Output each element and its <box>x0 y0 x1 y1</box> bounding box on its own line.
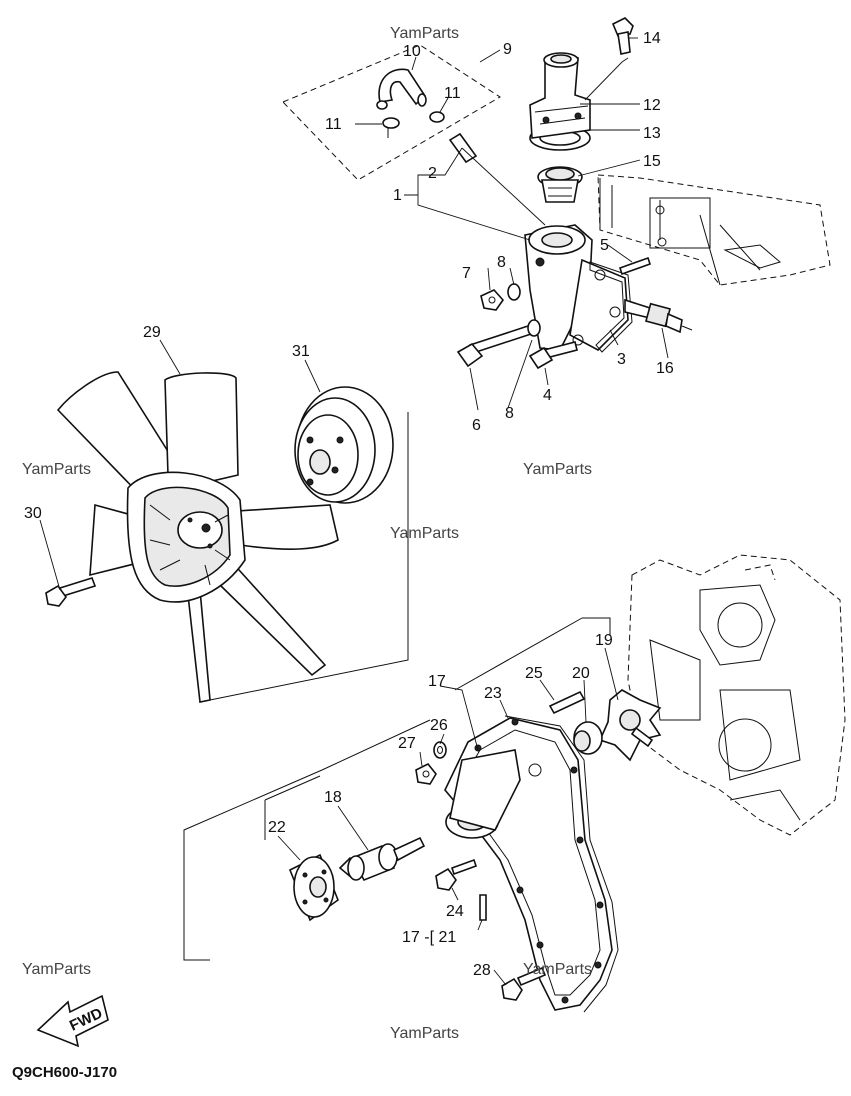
water-pump-body <box>444 717 613 1011</box>
pump-lower-bolt <box>501 966 547 1001</box>
mechanical-seal <box>573 721 603 755</box>
stud-bolt <box>618 256 652 276</box>
long-bolt <box>456 325 533 368</box>
callout-3: 3 <box>617 351 626 368</box>
pump-washer-nut <box>415 741 447 785</box>
pump-shaft-bearing <box>338 836 426 882</box>
callout-24: 24 <box>446 903 464 920</box>
callout-26: 26 <box>430 717 448 734</box>
callout-15: 15 <box>643 153 661 170</box>
watermark-bottom-left: YamParts <box>22 961 91 978</box>
callout-2: 2 <box>428 165 437 182</box>
callout-numbers: 1 2 3 4 5 6 7 8 8 9 10 11 11 12 13 14 15… <box>24 30 674 979</box>
pump-group-outline <box>183 412 611 961</box>
watermark-right: YamParts <box>523 461 592 478</box>
watermark-top: YamParts <box>390 25 459 42</box>
cover-bolt <box>611 17 634 55</box>
callout-23: 23 <box>484 685 502 702</box>
callout-17: 17 <box>428 673 446 690</box>
diagram-code: Q9CH600-J170 <box>12 1064 117 1081</box>
callout-27: 27 <box>398 735 416 752</box>
callout-8a: 8 <box>497 254 506 271</box>
callout-20: 20 <box>572 665 590 682</box>
watermark-center: YamParts <box>390 525 459 542</box>
watermarks: YamParts YamParts YamParts YamParts YamP… <box>22 25 592 1042</box>
callout-18: 18 <box>324 789 342 806</box>
fan-pulley <box>294 386 394 504</box>
temperature-sensor <box>624 298 693 334</box>
leader-lines <box>39 37 669 986</box>
watermark-bottom: YamParts <box>390 1025 459 1042</box>
housing-gasket <box>589 261 633 353</box>
callout-17-21-bracket: 17 -[ 21 <box>402 929 456 946</box>
forward-arrow: FWD <box>36 994 109 1048</box>
pump-flange <box>288 853 339 922</box>
callout-1: 1 <box>393 187 402 204</box>
callout-4: 4 <box>543 387 552 404</box>
callout-7: 7 <box>462 265 471 282</box>
engine-block-outline <box>627 554 846 836</box>
engine-head-outline <box>597 174 831 286</box>
callout-5: 5 <box>600 237 609 254</box>
nut-and-washers <box>480 283 541 337</box>
pump-stud <box>548 690 586 715</box>
impeller <box>598 689 662 762</box>
fan-bolt <box>45 577 97 607</box>
callout-28: 28 <box>473 962 491 979</box>
callout-31: 31 <box>292 343 310 360</box>
pump-bolt-pin <box>435 858 487 921</box>
callout-8b: 8 <box>505 405 514 422</box>
callout-9: 9 <box>503 41 512 58</box>
thermostat <box>537 166 583 203</box>
callout-22: 22 <box>268 819 286 836</box>
thermostat-cover <box>529 52 591 139</box>
callout-6: 6 <box>472 417 481 434</box>
callout-12: 12 <box>643 97 661 114</box>
callout-30: 30 <box>24 505 42 522</box>
callout-25: 25 <box>525 665 543 682</box>
callout-14: 14 <box>643 30 661 47</box>
pump-gasket <box>504 715 619 1013</box>
watermark-bottom-right: YamParts <box>523 961 592 978</box>
cooling-fan <box>56 371 339 703</box>
callout-10: 10 <box>403 43 421 60</box>
callout-11b: 11 <box>444 85 461 102</box>
thermostat-housing <box>524 224 629 351</box>
callout-16: 16 <box>656 360 674 377</box>
callout-11a: 11 <box>325 116 342 133</box>
callout-13: 13 <box>643 125 661 142</box>
callout-29: 29 <box>143 324 161 341</box>
short-bolt <box>528 341 578 370</box>
callout-19: 19 <box>595 632 613 649</box>
hose-kit-group <box>282 44 501 181</box>
watermark-left: YamParts <box>22 461 91 478</box>
